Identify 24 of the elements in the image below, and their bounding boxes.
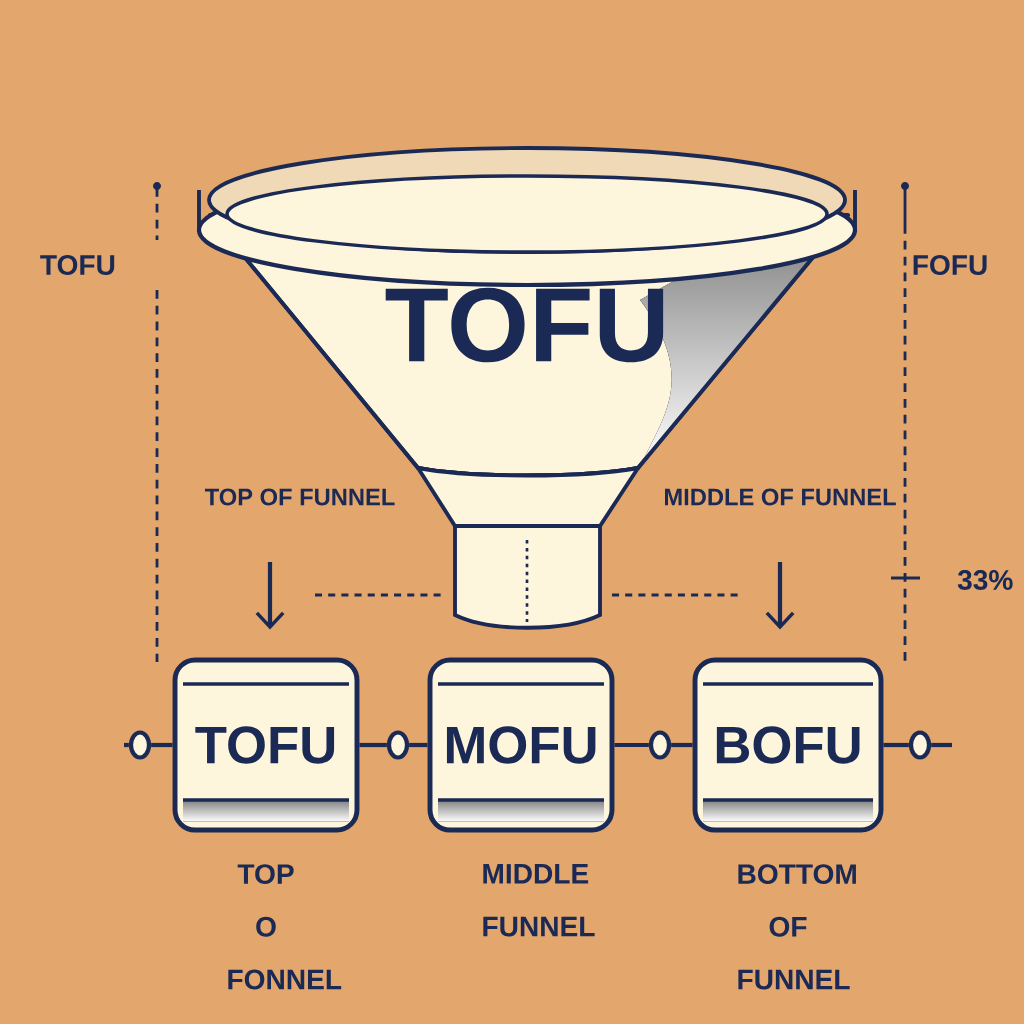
connector-line — [151, 742, 173, 748]
side-label: FOFU — [913, 255, 987, 275]
stage-caption: MIDDLE FUNNEL — [483, 864, 595, 937]
side-label: 33% — [957, 570, 1013, 590]
connector-line — [671, 742, 693, 748]
connector-line — [124, 742, 129, 748]
connector-dot — [386, 730, 410, 760]
arrow — [255, 562, 285, 630]
connector-dot — [128, 730, 152, 760]
connector-line — [614, 742, 649, 748]
side-label: TOFU — [40, 255, 115, 275]
connector-line — [931, 742, 952, 748]
stage-box: BOFU — [692, 657, 884, 833]
connector-line — [883, 742, 909, 748]
stage-box: MOFU — [427, 657, 615, 833]
stage-caption: BOTTOM OF FUNNEL — [738, 864, 856, 990]
connector-line — [409, 742, 428, 748]
arrow — [765, 562, 795, 630]
stage-box: TOFU — [172, 657, 360, 833]
connector-line — [359, 742, 387, 748]
stage-caption: TOP O FONNEL — [228, 864, 342, 990]
connector-dot — [908, 730, 932, 760]
connector-dot — [648, 730, 672, 760]
stage-label: TOP OF FUNNEL — [204, 488, 395, 506]
